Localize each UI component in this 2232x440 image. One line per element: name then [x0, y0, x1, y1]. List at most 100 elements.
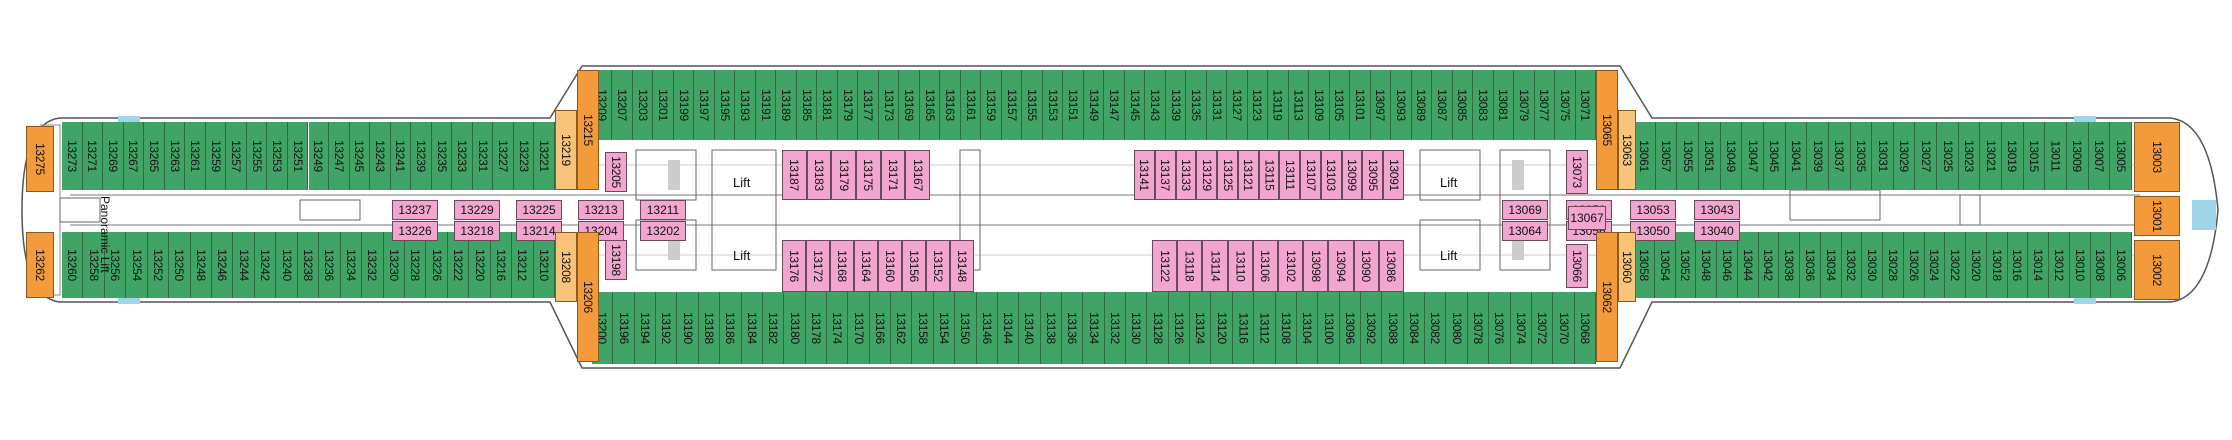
cabin[interactable]: 13120 [1211, 292, 1233, 364]
cabin[interactable]: 13241 [390, 122, 412, 190]
cabin[interactable]: 13180 [784, 292, 806, 364]
cabin[interactable]: 13257 [226, 122, 247, 190]
cabin[interactable]: 13215 [577, 70, 599, 190]
cabin[interactable]: 13229 [454, 200, 500, 220]
cabin[interactable]: 13109 [1309, 70, 1330, 140]
cabin[interactable]: 13030 [1862, 232, 1883, 298]
cabin[interactable]: 13212 [512, 232, 534, 298]
cabin[interactable]: 13123 [1247, 70, 1269, 140]
cabin[interactable]: 13101 [1350, 70, 1371, 140]
cabin[interactable]: 13024 [1924, 232, 1946, 298]
cabin[interactable]: 13082 [1425, 292, 1447, 364]
cabin[interactable]: 13047 [1742, 122, 1764, 190]
cabin[interactable]: 13169 [899, 70, 920, 140]
cabin[interactable]: 13137 [1154, 150, 1176, 200]
cabin[interactable]: 13195 [714, 70, 736, 140]
cabin[interactable]: 13077 [1534, 70, 1555, 140]
cabin[interactable]: 13054 [1654, 232, 1676, 298]
cabin[interactable]: 13152 [926, 240, 950, 292]
cabin[interactable]: 13015 [2023, 122, 2046, 190]
cabin[interactable]: 13074 [1510, 292, 1532, 364]
cabin[interactable]: 13179 [837, 70, 859, 140]
cabin[interactable]: 13248 [190, 232, 213, 298]
cabin[interactable]: 13201 [653, 70, 674, 140]
cabin[interactable]: 13199 [673, 70, 695, 140]
cabin[interactable]: 13259 [205, 122, 227, 190]
cabin[interactable]: 13102 [1278, 240, 1304, 292]
cabin[interactable]: 13130 [1126, 292, 1148, 364]
cabin[interactable]: 13197 [694, 70, 715, 140]
cabin[interactable]: 13087 [1432, 70, 1453, 140]
cabin[interactable]: 13071 [1575, 70, 1596, 140]
cabin[interactable]: 13146 [976, 292, 998, 364]
cabin[interactable]: 13099 [1341, 150, 1363, 200]
cabin[interactable]: 13043 [1694, 200, 1740, 220]
cabin[interactable]: 13202 [640, 221, 686, 241]
cabin[interactable]: 13157 [1001, 70, 1023, 140]
cabin[interactable]: 13067 [1568, 206, 1606, 230]
cabin[interactable]: 13086 [1378, 240, 1404, 292]
cabin[interactable]: 13234 [340, 232, 363, 298]
cabin[interactable]: 13240 [276, 232, 298, 298]
cabin[interactable]: 13126 [1168, 292, 1191, 364]
cabin[interactable]: 13219 [555, 110, 577, 190]
cabin[interactable]: 13254 [126, 232, 148, 298]
cabin[interactable]: 13065 [1596, 70, 1618, 190]
cabin[interactable]: 13124 [1190, 292, 1212, 364]
cabin[interactable]: 13252 [147, 232, 170, 298]
cabin[interactable]: 13036 [1800, 232, 1821, 298]
cabin[interactable]: 13128 [1147, 292, 1169, 364]
cabin[interactable]: 13260 [62, 232, 84, 298]
cabin[interactable]: 13158 [912, 292, 934, 364]
cabin[interactable]: 13176 [782, 240, 806, 292]
cabin[interactable]: 13063 [1618, 110, 1636, 190]
cabin[interactable]: 13190 [677, 292, 699, 364]
cabin[interactable]: 13044 [1737, 232, 1759, 298]
cabin[interactable]: 13107 [1300, 150, 1321, 200]
cabin[interactable]: 13183 [806, 150, 832, 200]
cabin[interactable]: 13247 [329, 122, 350, 190]
cabin[interactable]: 13129 [1196, 150, 1218, 200]
cabin[interactable]: 13223 [513, 122, 535, 190]
cabin[interactable]: 13246 [212, 232, 234, 298]
cabin[interactable]: 13093 [1391, 70, 1412, 140]
cabin[interactable]: 13022 [1945, 232, 1966, 298]
cabin[interactable]: 13155 [1022, 70, 1043, 140]
cabin[interactable]: 13088 [1382, 292, 1404, 364]
cabin[interactable]: 13275 [26, 126, 54, 192]
cabin[interactable]: 13032 [1841, 232, 1863, 298]
cabin[interactable]: 13261 [185, 122, 206, 190]
cabin[interactable]: 13167 [905, 150, 930, 200]
cabin[interactable]: 13198 [605, 240, 627, 280]
cabin[interactable]: 13227 [493, 122, 514, 190]
cabin[interactable]: 13193 [735, 70, 756, 140]
cabin[interactable]: 13112 [1254, 292, 1276, 364]
cabin[interactable]: 13122 [1152, 240, 1178, 292]
cabin[interactable]: 13269 [103, 122, 124, 190]
cabin[interactable]: 13143 [1145, 70, 1166, 140]
cabin[interactable]: 13220 [469, 232, 491, 298]
cabin[interactable]: 13186 [720, 292, 742, 364]
cabin[interactable]: 13164 [854, 240, 878, 292]
cabin[interactable]: 13221 [534, 122, 555, 190]
cabin[interactable]: 13035 [1850, 122, 1873, 190]
cabin[interactable]: 13095 [1362, 150, 1384, 200]
cabin[interactable]: 13175 [856, 150, 881, 200]
cabin[interactable]: 13178 [805, 292, 827, 364]
cabin[interactable]: 13148 [950, 240, 974, 292]
cabin[interactable]: 13021 [1980, 122, 2003, 190]
cabin[interactable]: 13135 [1186, 70, 1207, 140]
cabin[interactable]: 13172 [806, 240, 830, 292]
cabin[interactable]: 13267 [123, 122, 145, 190]
cabin[interactable]: 13250 [169, 232, 191, 298]
cabin[interactable]: 13011 [2045, 122, 2068, 190]
cabin[interactable]: 13159 [981, 70, 1002, 140]
cabin[interactable]: 13225 [516, 200, 562, 220]
cabin[interactable]: 13034 [1820, 232, 1842, 298]
cabin[interactable]: 13131 [1206, 70, 1228, 140]
cabin[interactable]: 13160 [878, 240, 902, 292]
cabin[interactable]: 13066 [1566, 244, 1588, 288]
cabin[interactable]: 13235 [431, 122, 453, 190]
cabin[interactable]: 13161 [960, 70, 982, 140]
cabin[interactable]: 13237 [392, 200, 438, 220]
